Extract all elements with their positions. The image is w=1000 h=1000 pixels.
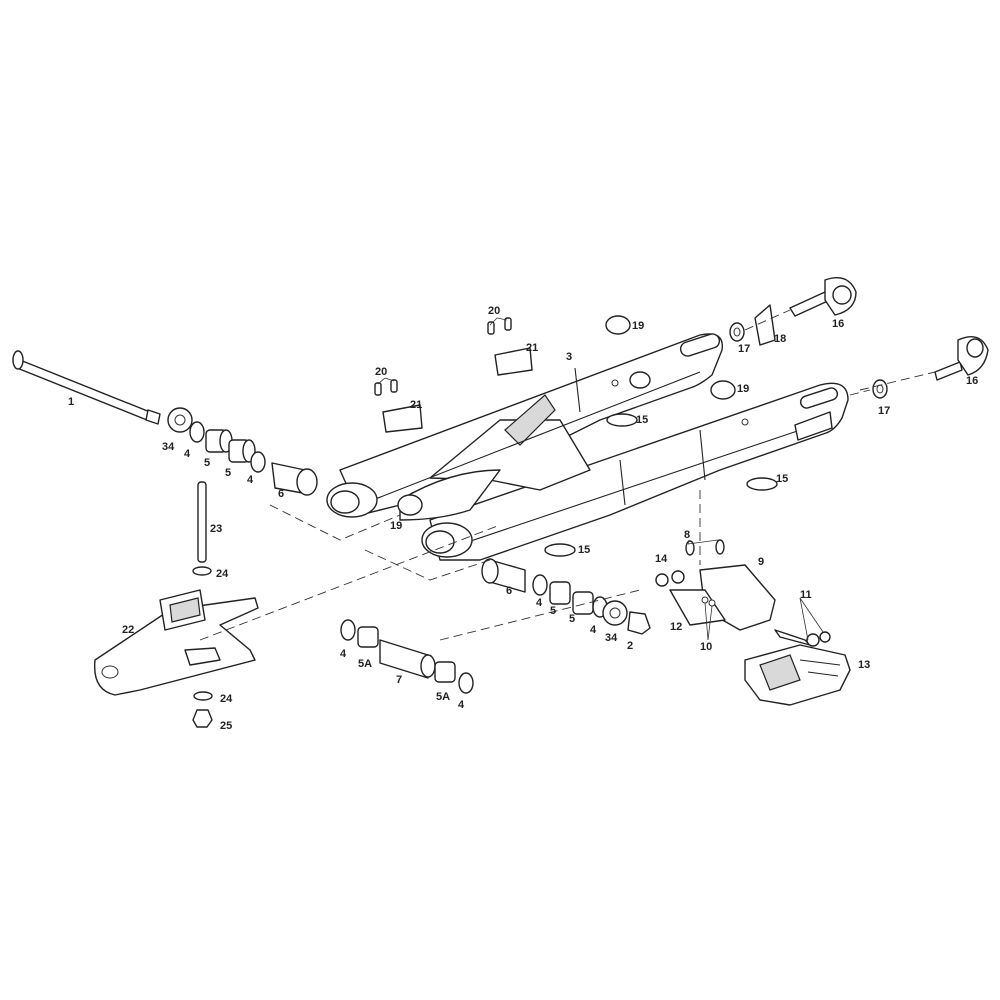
label-4-left-a: 4 — [184, 448, 191, 460]
label-12: 12 — [670, 621, 682, 633]
label-5-left-a: 5 — [204, 457, 210, 469]
leader-lines — [377, 317, 824, 641]
label-21-left: 21 — [410, 399, 422, 411]
label-22: 22 — [122, 624, 134, 636]
label-8: 8 — [684, 529, 690, 541]
label-4-left-b: 4 — [247, 474, 254, 486]
label-19-bottom: 19 — [390, 520, 402, 532]
axle-spacers[interactable] — [729, 304, 888, 399]
label-34-left: 34 — [162, 441, 175, 453]
label-10: 10 — [700, 641, 712, 653]
label-25: 25 — [220, 720, 232, 732]
label-19-top: 19 — [632, 320, 644, 332]
label-3: 3 — [566, 351, 572, 363]
label-4-center-b: 4 — [458, 699, 465, 711]
label-16-top: 16 — [832, 318, 844, 330]
label-9: 9 — [758, 556, 764, 568]
label-16-right: 16 — [966, 375, 978, 387]
label-24-top: 24 — [216, 568, 229, 580]
assembly-lines — [199, 309, 936, 641]
label-6-right: 6 — [506, 585, 512, 597]
label-19-mid: 19 — [737, 383, 749, 395]
label-2: 2 — [627, 640, 633, 652]
label-17-right: 17 — [878, 405, 890, 417]
label-21-right: 21 — [526, 342, 538, 354]
label-15-top: 15 — [636, 414, 648, 426]
plugs-and-clamps[interactable] — [374, 315, 778, 557]
part-labels: 1 34 4 5 5 4 6 23 24 22 24 25 20 21 20 2… — [68, 305, 978, 732]
label-6-left: 6 — [278, 488, 284, 500]
label-34-right: 34 — [605, 632, 618, 644]
label-5-right-b: 5 — [569, 613, 575, 625]
guide-bolt[interactable] — [192, 481, 213, 728]
swingarm[interactable] — [326, 332, 849, 561]
label-5-left-b: 5 — [225, 467, 231, 479]
label-24-bottom: 24 — [220, 693, 233, 705]
label-18: 18 — [774, 333, 786, 345]
center-spacer[interactable] — [340, 619, 474, 694]
label-4-center-a: 4 — [340, 648, 347, 660]
label-23: 23 — [210, 523, 222, 535]
label-7: 7 — [396, 674, 402, 686]
label-15-mid: 15 — [776, 473, 788, 485]
label-17-top: 17 — [738, 343, 750, 355]
label-1: 1 — [68, 396, 74, 408]
label-4-right-b: 4 — [590, 624, 597, 636]
label-20-left: 20 — [375, 366, 387, 378]
label-4-right-a: 4 — [536, 597, 543, 609]
label-11: 11 — [800, 589, 812, 601]
chain-guide-bracket[interactable] — [655, 539, 831, 647]
label-5-right-a: 5 — [550, 605, 556, 617]
chain-slider[interactable] — [93, 589, 259, 696]
left-bearing-stack[interactable] — [167, 407, 318, 496]
pivot-axle[interactable] — [12, 350, 161, 425]
label-15-bottom: 15 — [578, 544, 590, 556]
label-5a-left: 5A — [358, 658, 372, 670]
axle-block-lower[interactable] — [934, 336, 989, 381]
label-13: 13 — [858, 659, 870, 671]
chain-guide[interactable] — [744, 644, 851, 706]
axle-block-upper[interactable] — [789, 277, 857, 317]
label-5a-right: 5A — [436, 691, 450, 703]
label-20-right: 20 — [488, 305, 500, 317]
right-bearing-stack[interactable] — [481, 558, 651, 635]
label-14: 14 — [655, 553, 668, 565]
